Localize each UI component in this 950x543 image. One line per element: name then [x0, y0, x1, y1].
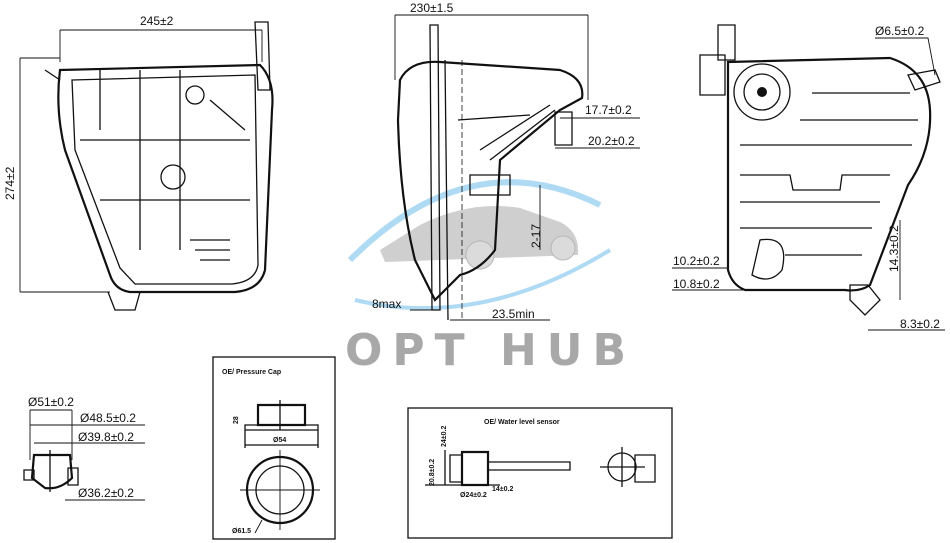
- side-dim-2-17: 2-17: [529, 224, 543, 248]
- side-dim-8max: 8max: [372, 297, 401, 311]
- sensor-title: OE/ Water level sensor: [484, 419, 560, 426]
- front-view: 245±2 274±2: [3, 14, 274, 311]
- rear-dim-10-2: 10.2±0.2: [673, 254, 720, 268]
- rear-dim-8-3: 8.3±0.2: [900, 317, 940, 331]
- front-width-dimension: 245±2: [140, 14, 174, 28]
- side-width-dimension: 230±1.5: [410, 1, 454, 15]
- side-dim-23-5min: 23.5min: [492, 307, 535, 321]
- front-height-dimension: 274±2: [3, 166, 17, 200]
- neck-dim-36-2: Ø36.2±0.2: [78, 486, 134, 500]
- side-dim-17-7: 17.7±0.2: [585, 103, 632, 117]
- watermark-logo: [347, 179, 612, 311]
- sensor-dim-24-dia: Ø24±0.2: [460, 492, 487, 499]
- sensor-dim-24: 24±0.2: [441, 426, 448, 447]
- sensor-dim-20-8: 20.8±0.2: [429, 459, 436, 486]
- cap-height: 28: [233, 416, 240, 424]
- neck-dim-48-5: Ø48.5±0.2: [80, 411, 136, 425]
- neck-dim-39-8: Ø39.8±0.2: [78, 430, 134, 444]
- sensor-dim-14: 14±0.2: [492, 486, 513, 493]
- water-level-sensor-detail: OE/ Water level sensor 24±0.2 20.8±0.2 1…: [407, 407, 673, 539]
- side-view: 230±1.5 17.7±0.2 20.2±0.2 2-17 8max 23.5…: [372, 1, 640, 321]
- watermark-text: OPT HUB: [345, 325, 636, 376]
- rear-dim-10-8: 10.8±0.2: [673, 277, 720, 291]
- neck-dim-51: Ø51±0.2: [28, 395, 74, 409]
- rear-view: Ø6.5±0.2 10.2±0.2 10.8±0.2 14.3±0.2 8.3±…: [672, 24, 945, 331]
- neck-detail: Ø51±0.2 Ø48.5±0.2 Ø39.8±0.2 Ø36.2±0.2: [23, 395, 145, 501]
- cap-outer-diameter: Ø61.5: [232, 528, 251, 535]
- cap-title: OE/ Pressure Cap: [222, 369, 281, 376]
- rear-dim-14-3: 14.3±0.2: [887, 225, 901, 272]
- rear-hole-dimension: Ø6.5±0.2: [875, 24, 925, 38]
- side-dim-20-2: 20.2±0.2: [588, 134, 635, 148]
- pressure-cap-detail: OE/ Pressure Cap 28 Ø54 Ø61.5: [212, 356, 336, 540]
- cap-diameter: Ø54: [273, 437, 286, 444]
